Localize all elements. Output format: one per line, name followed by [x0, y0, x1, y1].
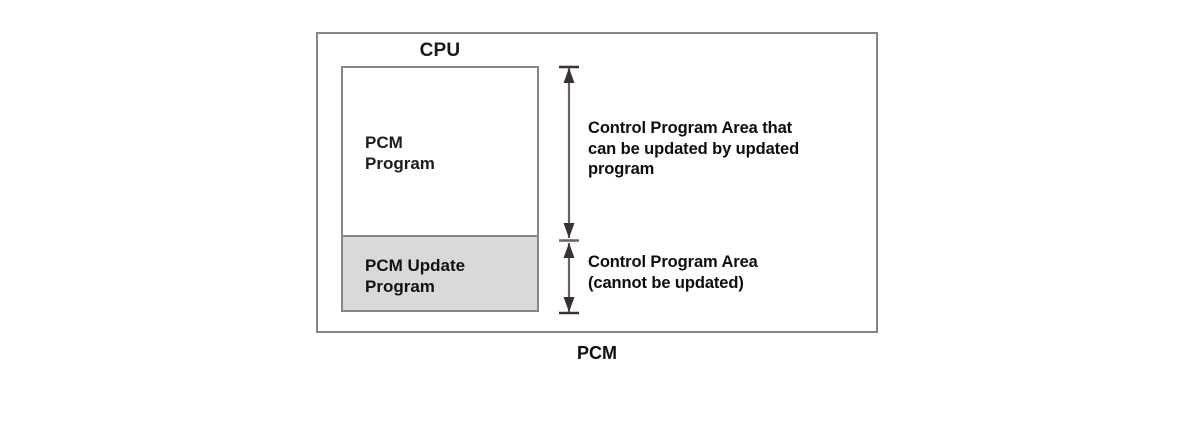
memory-region-updatable-label: PCM Program	[365, 133, 435, 173]
cpu-memory-box: PCM Program PCM Update Program	[341, 66, 539, 312]
pcm-caption: PCM	[577, 343, 617, 363]
annotation-non-updatable-area: Control Program Area (cannot be updated)	[588, 253, 758, 292]
lower-arrow-head-up-icon	[563, 243, 575, 258]
lower-arrow-head-down-icon	[563, 297, 575, 312]
dimension-arrow-svg	[559, 65, 579, 315]
dimension-arrows	[556, 60, 582, 320]
upper-arrow-head-down-icon	[563, 223, 575, 238]
memory-region-updatable: PCM Program	[343, 68, 537, 235]
upper-arrow-head-up-icon	[563, 68, 575, 83]
memory-region-non-updatable-label: PCM Update Program	[365, 256, 466, 296]
annotation-updatable-area: Control Program Area that can be updated…	[588, 119, 800, 178]
memory-region-non-updatable: PCM Update Program	[343, 235, 537, 310]
cpu-label: CPU	[419, 40, 461, 61]
